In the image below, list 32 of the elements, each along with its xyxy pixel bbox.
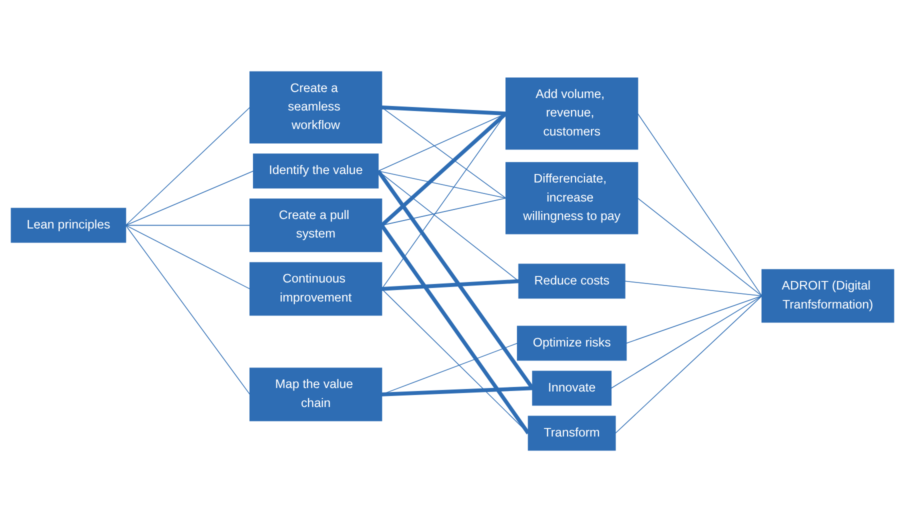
connector bbox=[626, 296, 762, 344]
connector bbox=[382, 279, 519, 291]
node-box: Identify the value bbox=[252, 154, 379, 188]
node-box: Innovate bbox=[532, 370, 612, 406]
node-box: ADROIT (Digital Tranfsformation) bbox=[762, 269, 894, 323]
node-box: Map the value chain bbox=[249, 368, 382, 422]
connector bbox=[637, 198, 762, 296]
node-box: Add volume, revenue, customers bbox=[506, 78, 638, 150]
node-box: Optimize risks bbox=[516, 326, 627, 361]
node-box: Reduce costs bbox=[518, 264, 626, 299]
connector bbox=[125, 170, 254, 226]
connector bbox=[381, 107, 506, 199]
connector bbox=[125, 224, 250, 395]
connector bbox=[381, 113, 506, 290]
connector bbox=[380, 224, 530, 434]
node-box: Continuous improvement bbox=[249, 262, 382, 316]
connector bbox=[382, 105, 506, 116]
connector bbox=[125, 224, 250, 290]
node-box: Differenciate, increase willingness to pay bbox=[506, 162, 638, 234]
connector bbox=[382, 386, 533, 396]
connector bbox=[380, 112, 508, 227]
connector bbox=[637, 113, 762, 296]
node-box: Lean principles bbox=[10, 208, 126, 243]
node-box: Create a pull system bbox=[249, 198, 382, 252]
node-box: Create a seamless workflow bbox=[249, 71, 382, 144]
connector bbox=[615, 296, 762, 434]
connector bbox=[125, 107, 250, 226]
connector bbox=[125, 224, 250, 226]
node-box: Transform bbox=[528, 416, 616, 451]
connector bbox=[624, 280, 762, 296]
connector bbox=[376, 170, 534, 390]
connector bbox=[610, 296, 762, 389]
